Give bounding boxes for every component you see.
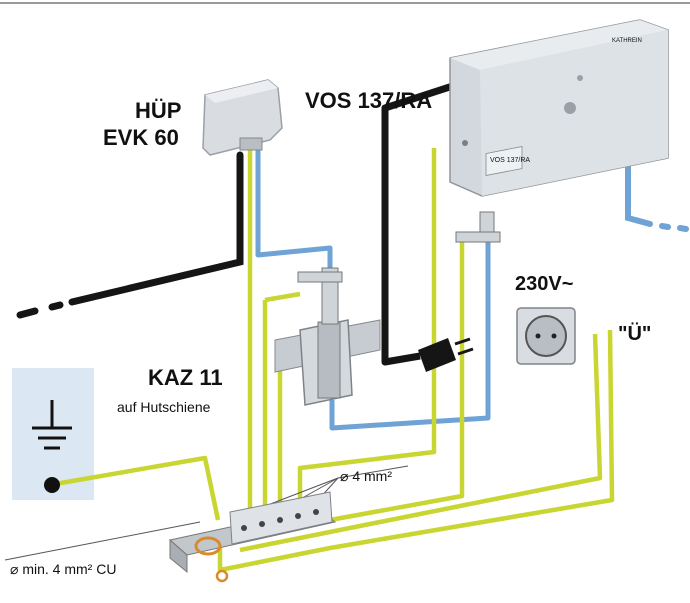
wire-4mm-label: ⌀ 4 mm² bbox=[340, 468, 392, 484]
hup-label-line2: EVK 60 bbox=[103, 125, 179, 150]
voltage-label: 230V~ bbox=[515, 273, 573, 295]
kaz-label-line2: auf Hutschiene bbox=[117, 399, 211, 415]
external-cable-right bbox=[625, 159, 689, 232]
ground-terminal bbox=[44, 477, 60, 493]
hup-label-line1: HÜP bbox=[135, 98, 181, 123]
hup-device bbox=[202, 79, 283, 156]
power-cable bbox=[381, 78, 467, 366]
socket-icon bbox=[516, 307, 576, 365]
u-label: "Ü" bbox=[618, 322, 651, 345]
vos-label: VOS 137/RA bbox=[305, 88, 432, 113]
ground-wires bbox=[54, 148, 615, 573]
vos-brand-print: KATHREIN bbox=[612, 38, 642, 44]
kaz-label-line1: KAZ 11 bbox=[148, 365, 223, 390]
external-cable-left bbox=[16, 151, 244, 319]
coax-lines bbox=[255, 150, 491, 431]
vos-connector bbox=[455, 211, 501, 243]
ground-symbol-icon bbox=[32, 400, 72, 450]
wire-min-label: ⌀ min. 4 mm² CU bbox=[10, 561, 116, 577]
vos-amplifier: VOS 137/RA KATHREIN bbox=[449, 19, 669, 197]
plug-icon bbox=[418, 337, 474, 372]
vos-model-print: VOS 137/RA bbox=[490, 157, 530, 164]
kaz11-device bbox=[274, 267, 381, 406]
ground-busbar bbox=[168, 491, 337, 583]
